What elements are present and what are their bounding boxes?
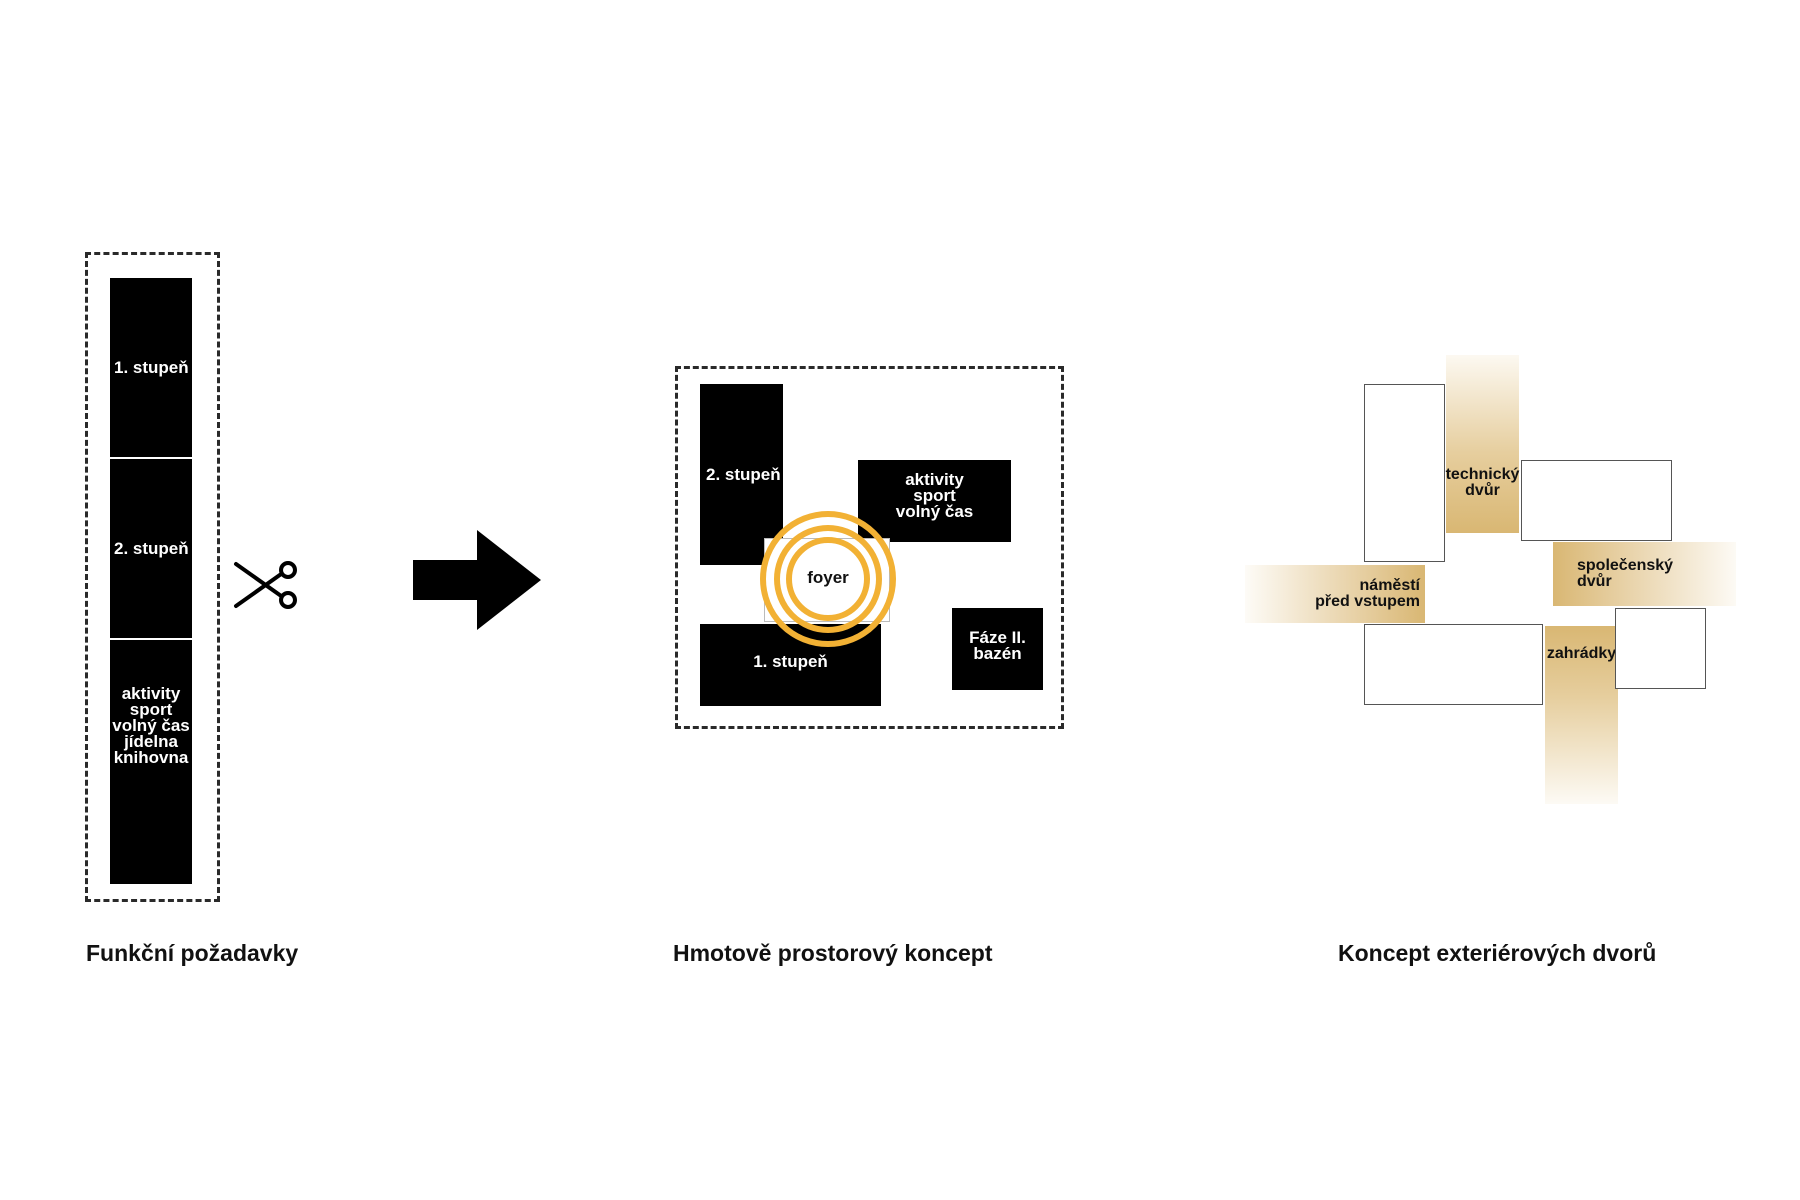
building-block xyxy=(1521,460,1672,541)
block-separator xyxy=(110,457,192,459)
requirements-frame xyxy=(85,252,220,902)
block-2-stupen: 2. stupeň xyxy=(110,459,192,639)
court-spolecensky-dvur: společenský dvůr xyxy=(1553,542,1736,606)
scissors-icon xyxy=(234,561,297,609)
foyer-ring-inner xyxy=(786,537,870,621)
foyer-ring-middle xyxy=(774,525,882,633)
caption-koncept-exterierovych-dvoru: Koncept exteriérových dvorů xyxy=(1338,940,1657,966)
block-aktivity-mass: aktivity sport volný čas xyxy=(858,460,1011,542)
court-label: zahrádky xyxy=(1546,645,1617,662)
court-label: společenský dvůr xyxy=(1577,557,1674,590)
block-faze-bazen: Fáze II. bazén xyxy=(952,608,1043,690)
building-block xyxy=(1364,384,1445,562)
block-1-stupen: 1. stupeň xyxy=(110,278,192,458)
block-2-stupen-mass: 2. stupeň xyxy=(700,384,783,565)
court-technicky-dvur: technický dvůr xyxy=(1446,355,1519,533)
block-aktivity: aktivity sport volný čas jídelna knihovn… xyxy=(110,640,192,884)
court-zahradky: zahrádky xyxy=(1545,626,1618,804)
arrow-right-icon xyxy=(413,530,541,630)
block-separator xyxy=(110,638,192,640)
caption-hmotove-prostorovy-koncept: Hmotově prostorový koncept xyxy=(673,940,993,966)
caption-funkcni-pozadavky: Funkční požadavky xyxy=(86,940,299,966)
building-block xyxy=(1364,624,1543,705)
foyer-ring-outer xyxy=(760,511,896,647)
court-label: náměstí před vstupem xyxy=(1315,577,1420,610)
court-namesti: náměstí před vstupem xyxy=(1245,565,1425,623)
mass-concept-frame xyxy=(675,366,1064,729)
building-block xyxy=(1615,608,1706,689)
foyer-label: foyer xyxy=(807,568,849,587)
court-label: technický dvůr xyxy=(1445,466,1520,499)
